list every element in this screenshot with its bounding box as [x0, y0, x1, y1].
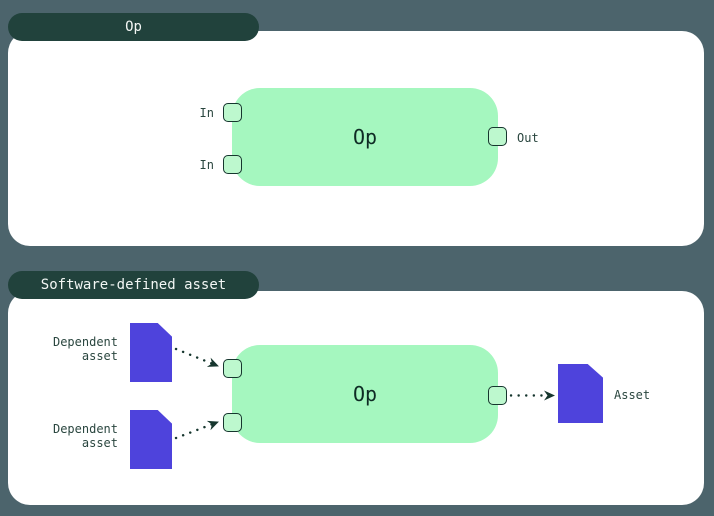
sda-op-node-label: Op [352, 382, 378, 406]
sda-section-tab: Software-defined asset [8, 271, 259, 299]
op-node: Op [232, 88, 498, 186]
output-port [488, 127, 507, 146]
output-label: Out [517, 131, 539, 145]
op-section-tab: Op [8, 13, 259, 41]
dependent-asset-document-icon-1 [130, 323, 172, 382]
input-label-1: In [199, 106, 214, 120]
asset-label: Asset [614, 388, 651, 402]
sda-input-port-1 [223, 359, 242, 378]
dependent-asset-label-2: Dependent asset [52, 422, 118, 450]
dependency-arrow-2 [174, 420, 220, 440]
sda-output-port [488, 386, 507, 405]
op-node-label: Op [352, 125, 378, 149]
op-section-tab-label: Op [125, 19, 142, 35]
sda-section-tab-label: Software-defined asset [40, 277, 227, 293]
sda-op-node: Op [232, 345, 498, 443]
input-label-2: In [199, 158, 214, 172]
op-card: Op In In Out [8, 31, 704, 246]
sda-input-port-2 [223, 413, 242, 432]
asset-document-icon [558, 364, 603, 423]
dependent-asset-document-icon-2 [130, 410, 172, 469]
input-port-1 [223, 103, 242, 122]
dependent-asset-label-1: Dependent asset [52, 335, 118, 363]
dependency-arrow-1 [174, 347, 220, 368]
sda-card: Dependent asset Dependent asset Op Asset [8, 291, 704, 505]
input-port-2 [223, 155, 242, 174]
